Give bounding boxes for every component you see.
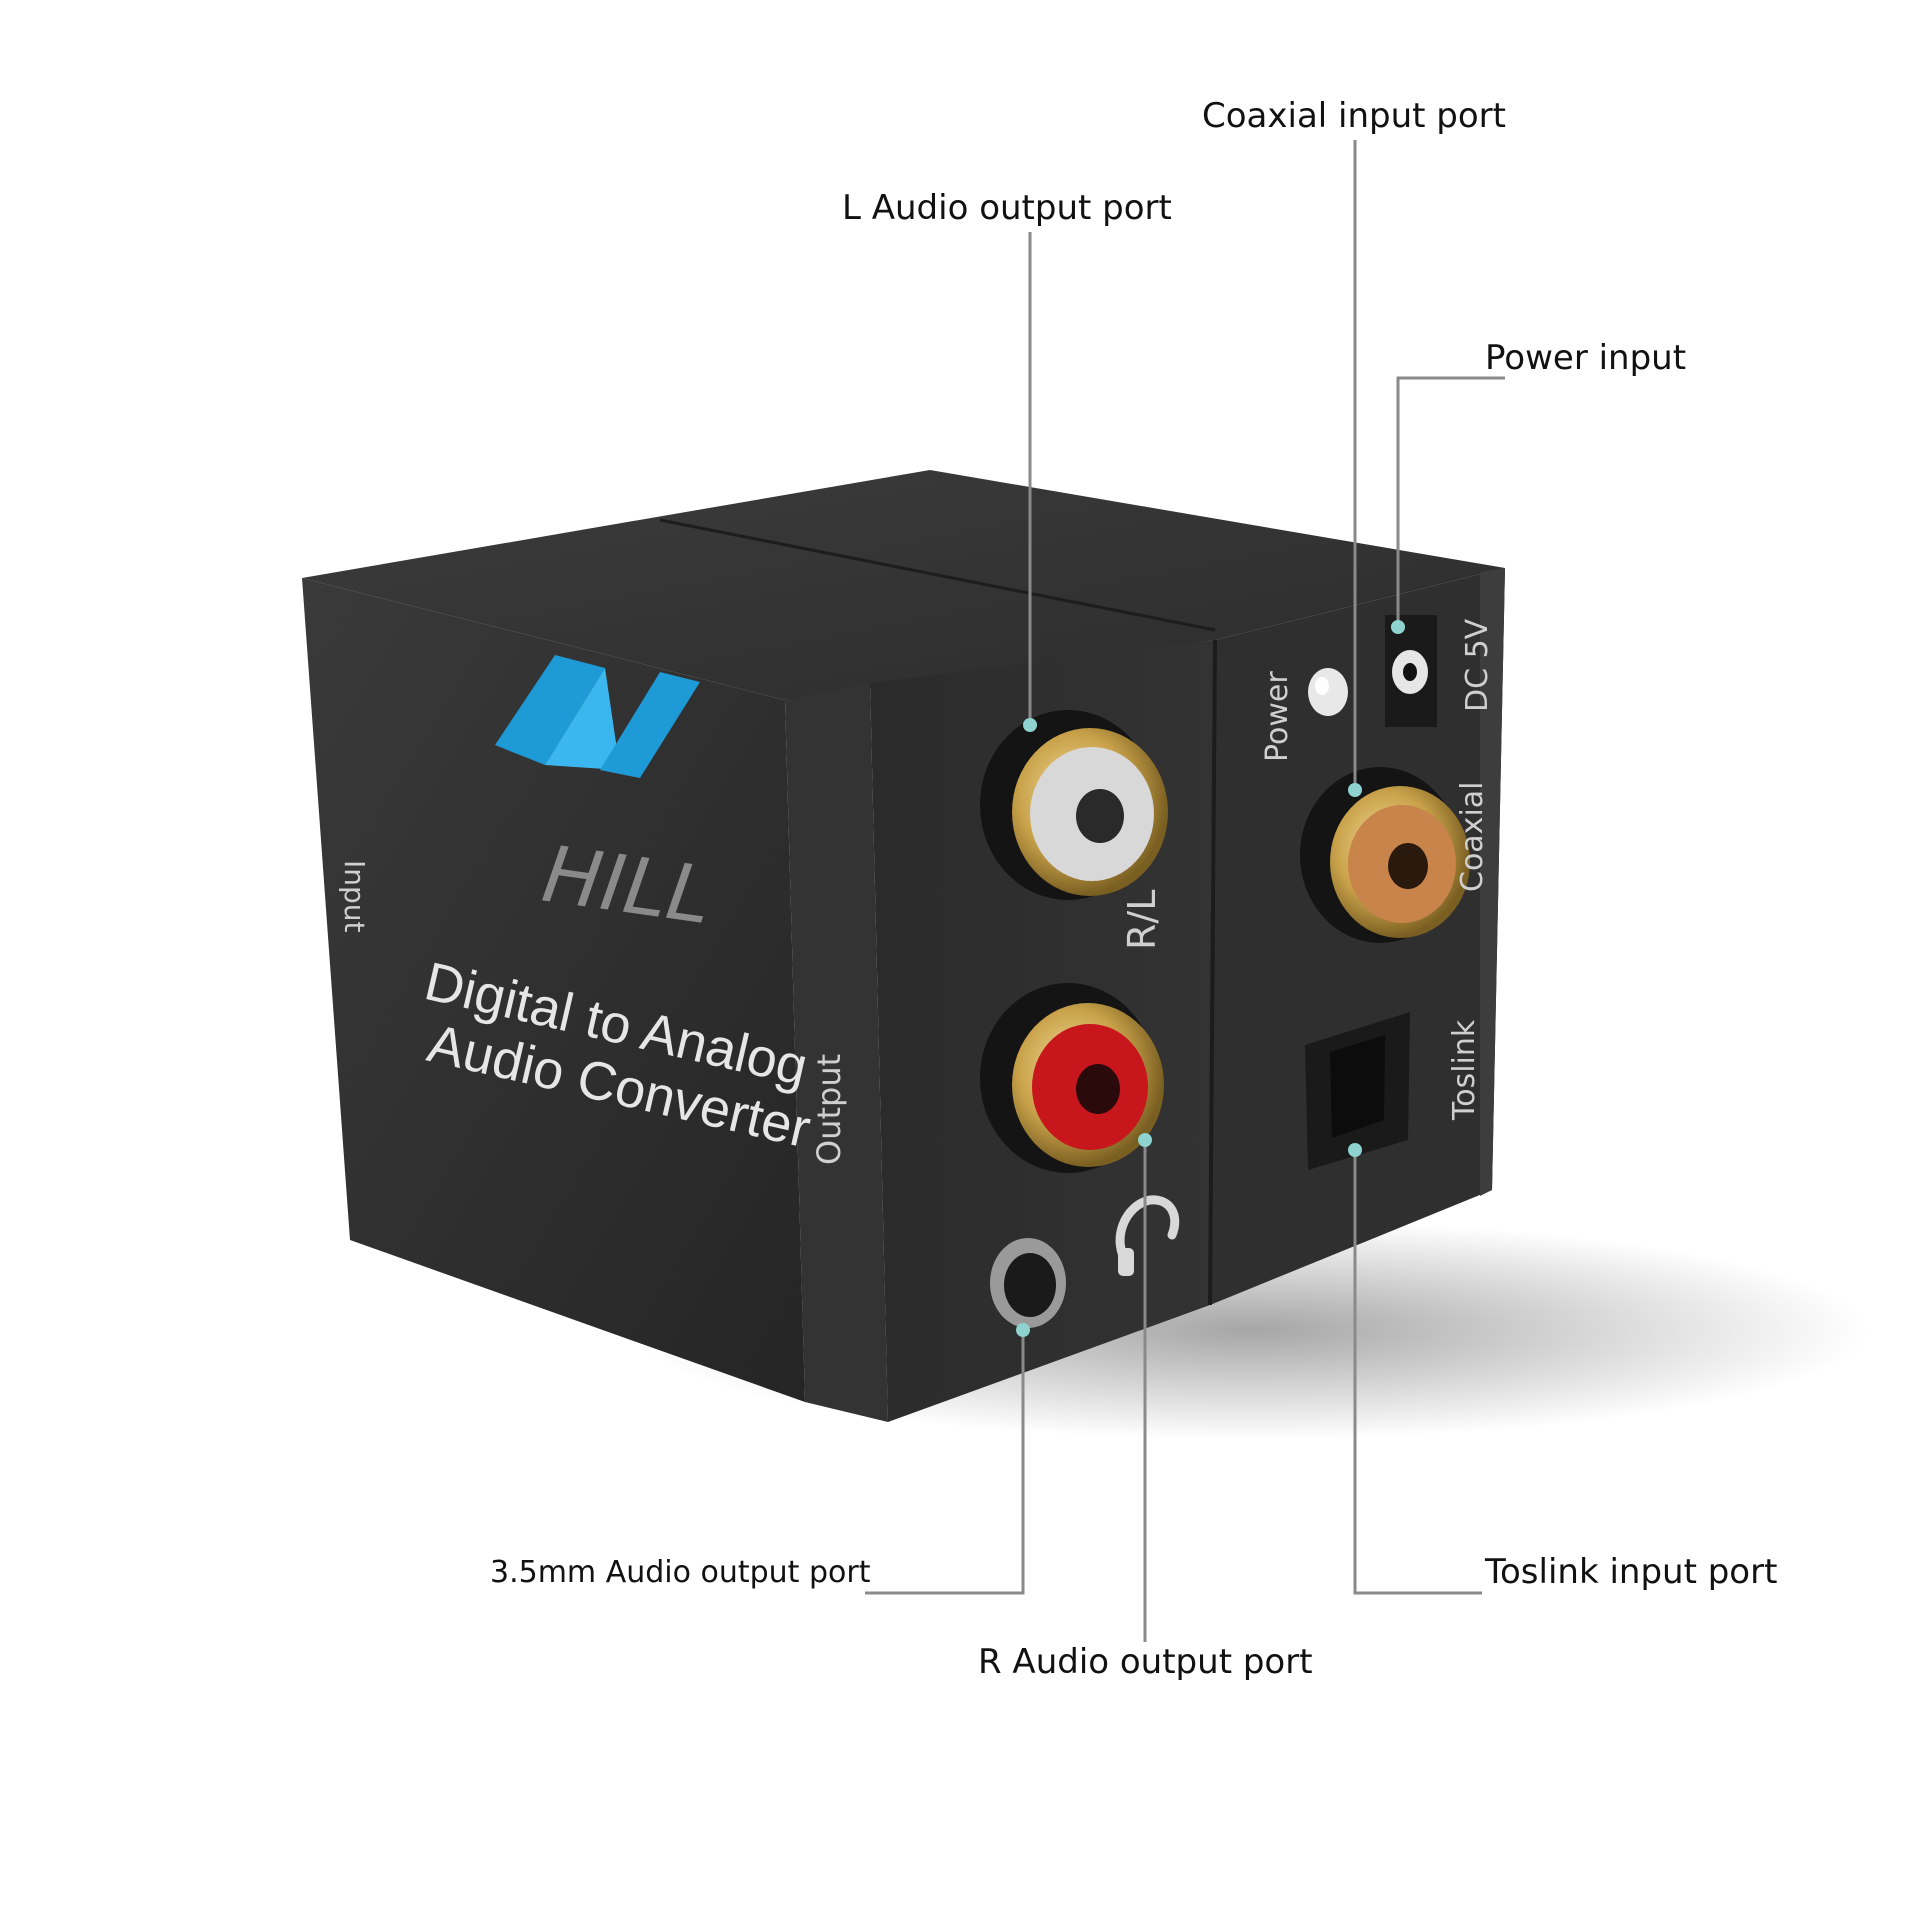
dc-power-jack [1385,615,1437,727]
rca-jack-left [980,710,1168,900]
label-power-input: Power input [1485,338,1687,378]
headphone-cup [1118,1248,1134,1276]
panel-label-coaxial: Coaxial [1455,782,1490,893]
jack-label-rl: R/L [1120,890,1164,950]
label-coaxial-input-port: Coaxial input port [1202,96,1506,136]
side-label-input: Input [338,860,371,933]
label-r-audio-output-port: R Audio output port [978,1642,1313,1682]
top-seam [659,518,1216,632]
device-front-face [302,578,805,1402]
panel-label-dc: DC 5V [1460,618,1495,712]
label-l-audio-output-port: L Audio output port [842,188,1172,228]
toslink-port [1305,1012,1410,1170]
panel-seam [1208,639,1217,1306]
brand-logo [495,655,700,778]
leader-lines [865,140,1505,1642]
panel-label-toslink: Toslink [1447,1019,1482,1121]
device-right-edge [1480,568,1505,1196]
jack-3-5mm [990,1238,1066,1328]
rca-jack-right [980,983,1164,1173]
coaxial-jack [1300,767,1470,943]
panel-label-power: Power [1260,671,1295,762]
headphone-icon [1115,1195,1180,1270]
device-end-cap [785,683,888,1422]
power-led [1308,668,1348,716]
label-toslink-input-port: Toslink input port [1485,1552,1778,1592]
leader-dots [1016,620,1405,1337]
side-label-output: Output [810,1054,848,1165]
device-top-face [302,470,1505,700]
label-3-5mm-audio-output-port: 3.5mm Audio output port [490,1555,871,1590]
